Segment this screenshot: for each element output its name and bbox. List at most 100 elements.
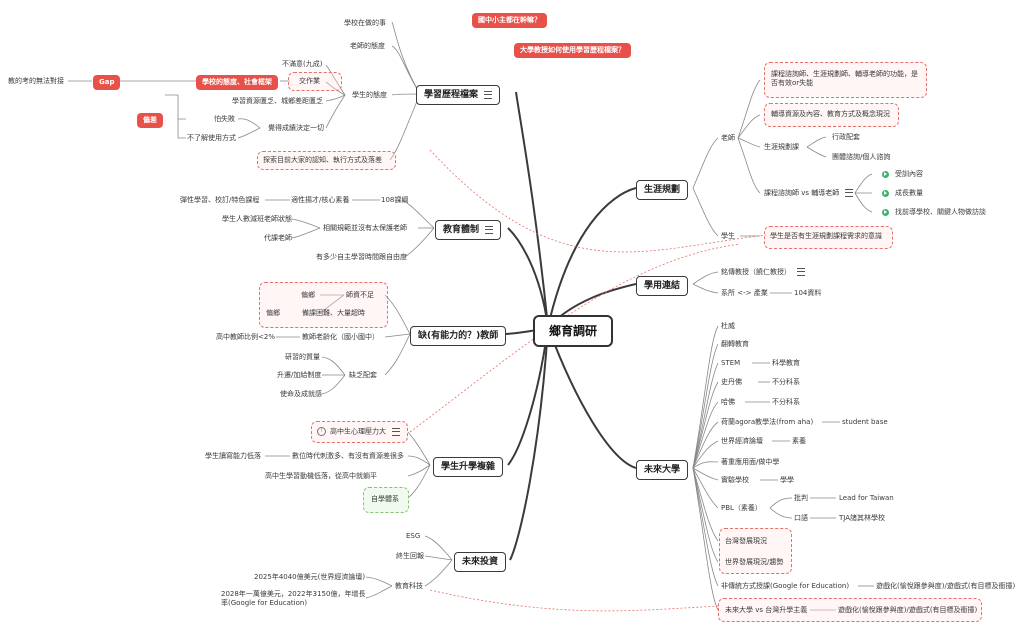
node-lifelong[interactable]: 終生回報 [396, 552, 424, 560]
node-no-protect[interactable]: 相關規範並沒有太保護老師 [323, 224, 407, 232]
highlight-development [719, 528, 792, 574]
node-autonomy[interactable]: 有多少自主學習時間跟自由度 [316, 253, 407, 261]
node-homework[interactable]: 交作業 [299, 77, 320, 85]
node-training-content[interactable]: 受訓內容 [882, 170, 923, 179]
node-dont-understand[interactable]: 不了解使用方式 [187, 134, 236, 142]
node-stress[interactable]: !高中生心理壓力大 [317, 427, 400, 437]
node-career-course[interactable]: 生涯規劃課 [764, 143, 799, 151]
node-nontraditional[interactable]: 非傳統方式授課(Google for Education) [721, 582, 850, 590]
node-gap-mismatch[interactable]: 教的考的無法對接 [8, 77, 64, 85]
node-mingchuan[interactable]: 銘傳教授（饒仁教授） [721, 268, 805, 277]
node-oral[interactable]: 口語 [794, 514, 808, 522]
branch-teacher[interactable]: 缺(有能力的？)教師 [410, 326, 507, 346]
node-flexible[interactable]: 彈性學習、校訂/特色課程 [180, 196, 260, 204]
tag-school-social[interactable]: 學校的態度、社會框架 [196, 75, 278, 90]
node-applied[interactable]: 著重應用面/做中學 [721, 458, 780, 466]
branch-admission[interactable]: 學生升學複雜 [433, 457, 504, 477]
tag-junior-schools[interactable]: 國中小主都在幹嘛？ [472, 13, 547, 28]
node-ratio[interactable]: 高中教師比例<2% [216, 333, 275, 341]
node-stanford[interactable]: 史丹佛 [721, 378, 742, 386]
node-student-awareness[interactable]: 學生是否有生涯規劃課程需求的意識 [770, 232, 882, 240]
node-promotion[interactable]: 升遷/加給制度 [277, 371, 322, 379]
node-agora-leaf[interactable]: student base [842, 418, 888, 426]
node-fear-failure[interactable]: 怕失敗 [214, 115, 235, 123]
node-critique-leaf[interactable]: Lead for Taiwan [839, 494, 894, 502]
node-student-attitude[interactable]: 學生的態度 [352, 91, 387, 99]
node-grades-decide[interactable]: 覺得成績決定一切 [268, 124, 324, 132]
tag-gap[interactable]: Gap [93, 75, 121, 90]
node-teacher-attitude[interactable]: 老師的態度 [350, 42, 385, 50]
node-growth[interactable]: 成長數量 [882, 189, 923, 198]
branch-link[interactable]: 學用連結 [636, 276, 689, 296]
node-nontrad-leaf[interactable]: 遊戲化(愉悅跟參與度)/遊戲式(有目標及衝撞) [876, 582, 1016, 590]
node-mission[interactable]: 使命及成就感 [280, 390, 322, 398]
node-admin-support[interactable]: 行政配套 [832, 133, 860, 141]
menu-icon[interactable] [392, 427, 400, 436]
node-taiwan-dev[interactable]: 台灣發展現況 [725, 537, 767, 545]
node-esg[interactable]: ESG [406, 532, 421, 540]
menu-icon[interactable] [485, 225, 494, 234]
node-substitute[interactable]: 代課老師 [264, 234, 292, 242]
branch-career[interactable]: 生涯規劃 [636, 180, 689, 200]
node-reading[interactable]: 學生讀寫能力低落 [205, 452, 261, 460]
node-function[interactable]: 課程諮詢師、生涯規劃師、輔導老師的功能，是否有效or失能 [771, 70, 918, 87]
node-career-student[interactable]: 學生 [721, 232, 735, 240]
menu-icon[interactable] [797, 268, 805, 276]
node-low-motivation[interactable]: 高中生學習動機低落，從高中就躺平 [265, 472, 377, 480]
node-digital[interactable]: 數位時代刺激多、有沒有資源差很多 [292, 452, 404, 460]
node-unsatisfied[interactable]: 不滿意(九成) [282, 60, 323, 68]
node-108[interactable]: 108課綱 [381, 196, 409, 204]
node-shortage[interactable]: 師資不足 [346, 291, 374, 299]
node-world-dev[interactable]: 世界發展現況/趨勢 [725, 558, 784, 566]
node-selfstudy[interactable]: 自學體系 [371, 495, 399, 503]
node-remote-a[interactable]: 偏鄉 [301, 291, 315, 299]
node-flip[interactable]: 翻轉教育 [721, 340, 749, 348]
node-stem-leaf[interactable]: 科學教育 [772, 359, 800, 367]
menu-icon[interactable] [484, 90, 493, 99]
node-prep-hard[interactable]: 備課困難、大量超時 [302, 309, 365, 317]
node-104[interactable]: 104資料 [794, 289, 822, 297]
node-interview[interactable]: 找前導學校、關鍵人物做訪談 [882, 208, 986, 217]
node-lab-leaf[interactable]: 學學 [780, 476, 794, 484]
node-edtech[interactable]: 教育科技 [395, 582, 423, 590]
node-remote-b[interactable]: 偏鄉 [266, 309, 280, 317]
branch-portfolio[interactable]: 學習歷程檔案 [416, 85, 501, 105]
node-stem[interactable]: STEM [721, 359, 741, 367]
node-critique[interactable]: 批判 [794, 494, 808, 502]
menu-icon[interactable] [845, 189, 854, 197]
node-harvard[interactable]: 哈佛 [721, 398, 735, 406]
node-support[interactable]: 缺乏配套 [349, 371, 377, 379]
node-wef[interactable]: 世界經濟論壇 [721, 437, 763, 445]
node-wef-leaf[interactable]: 素養 [792, 437, 806, 445]
node-explore-gap[interactable]: 探索目前大家的認知、執行方式及落差 [263, 156, 382, 164]
node-oral-leaf[interactable]: TJA諸其林學校 [839, 514, 886, 522]
node-counsel-vs[interactable]: 課程諮詢師 vs 輔導老師 [764, 189, 854, 198]
branch-future[interactable]: 未來大學 [636, 460, 689, 480]
node-2028[interactable]: 2028年一萬億美元，2022年3150億，年增長率(Google for Ed… [221, 590, 366, 607]
node-stanford-leaf[interactable]: 不分科系 [772, 378, 800, 386]
branch-invest[interactable]: 未來投資 [454, 552, 507, 572]
node-training[interactable]: 研習的質量 [285, 353, 320, 361]
node-lab-school[interactable]: 實驗學校 [721, 476, 749, 484]
node-aging[interactable]: 教師老齡化（國小國中） [302, 333, 379, 341]
root-node[interactable]: 鄉育調研 [533, 315, 614, 347]
node-school-doing[interactable]: 學校在做的事 [344, 19, 386, 27]
node-pbl[interactable]: PBL（素養） [721, 504, 762, 512]
node-vs-leaf[interactable]: 遊戲化(愉悅跟參與度)/遊戲式(有目標及衝撞) [838, 606, 978, 614]
node-resources-gap[interactable]: 學習資源匱乏、城鄉差距匱乏 [232, 97, 323, 105]
node-dewey[interactable]: 杜威 [721, 322, 735, 330]
node-future-vs[interactable]: 未來大學 vs 台灣升學主義 [725, 606, 808, 614]
node-adaptive[interactable]: 適性揚才/核心素養 [291, 196, 350, 204]
node-harvard-leaf[interactable]: 不分科系 [772, 398, 800, 406]
node-resources[interactable]: 輔導資源及內容、教育方式及概念現況 [771, 110, 890, 118]
tag-professor-portfolio[interactable]: 大學教授如何使用學習歷程檔案？ [514, 43, 631, 58]
node-industry[interactable]: 系所 <-> 產業 [721, 289, 768, 297]
node-career-teacher[interactable]: 老師 [721, 134, 735, 142]
node-agora[interactable]: 荷蘭agora教學法(from aha) [721, 418, 814, 426]
tag-bias[interactable]: 偏差 [137, 113, 163, 128]
node-class-reduce[interactable]: 學生人數減班老師狀態 [222, 215, 292, 223]
branch-education[interactable]: 教育體制 [435, 220, 502, 240]
node-group-consult[interactable]: 團體諮詢/個人諮詢 [832, 153, 891, 161]
node-wef-2025[interactable]: 2025年4040億美元(世界經濟論壇) [254, 573, 366, 581]
